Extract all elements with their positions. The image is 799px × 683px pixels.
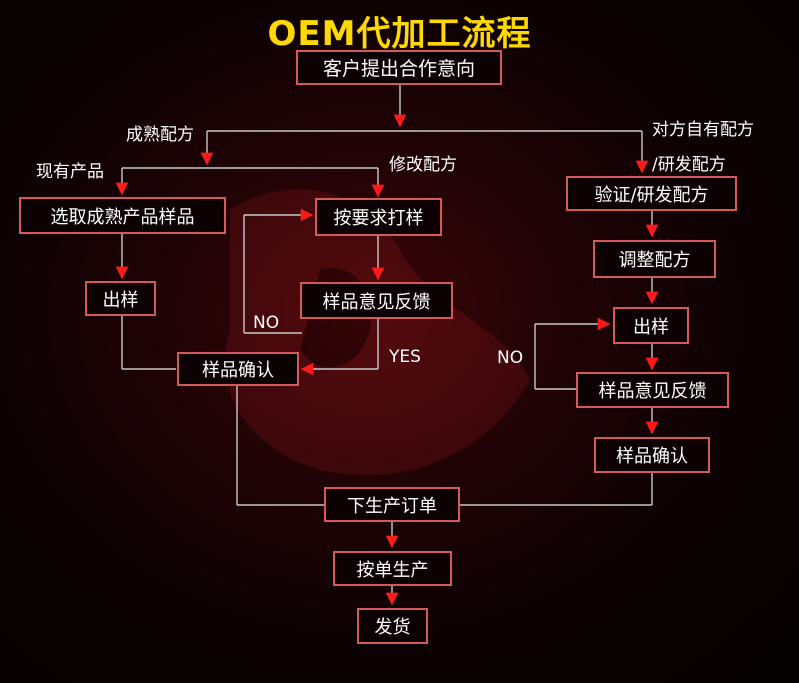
node-ship-right: 出样: [613, 307, 689, 344]
node-deliver: 发货: [357, 608, 428, 644]
node-adjust-formula: 调整配方: [593, 240, 716, 278]
node-verify-formula: 验证/研发配方: [566, 176, 737, 211]
node-ship-left: 出样: [85, 281, 156, 316]
node-select-sample: 选取成熟产品样品: [19, 197, 226, 234]
node-produce: 按单生产: [333, 551, 452, 586]
label-own-formula-1: 对方自有配方: [652, 120, 754, 140]
label-existing-product: 现有产品: [36, 162, 104, 182]
label-no-mid: NO: [253, 313, 280, 333]
label-modify-formula: 修改配方: [389, 155, 457, 175]
node-feedback-mid: 样品意见反馈: [300, 282, 453, 319]
node-intent: 客户提出合作意向: [296, 50, 502, 85]
label-own-formula-2: /研发配方: [652, 155, 726, 175]
label-no-right: NO: [497, 348, 524, 368]
node-confirm-left: 样品确认: [177, 352, 299, 386]
node-feedback-right: 样品意见反馈: [576, 372, 729, 408]
node-custom-sample: 按要求打样: [315, 198, 442, 236]
node-order: 下生产订单: [324, 487, 460, 522]
label-mature-formula: 成熟配方: [126, 125, 194, 145]
page-title: OEM代加工流程: [267, 14, 532, 54]
node-confirm-right: 样品确认: [594, 437, 710, 473]
label-yes-mid: YES: [389, 347, 421, 367]
